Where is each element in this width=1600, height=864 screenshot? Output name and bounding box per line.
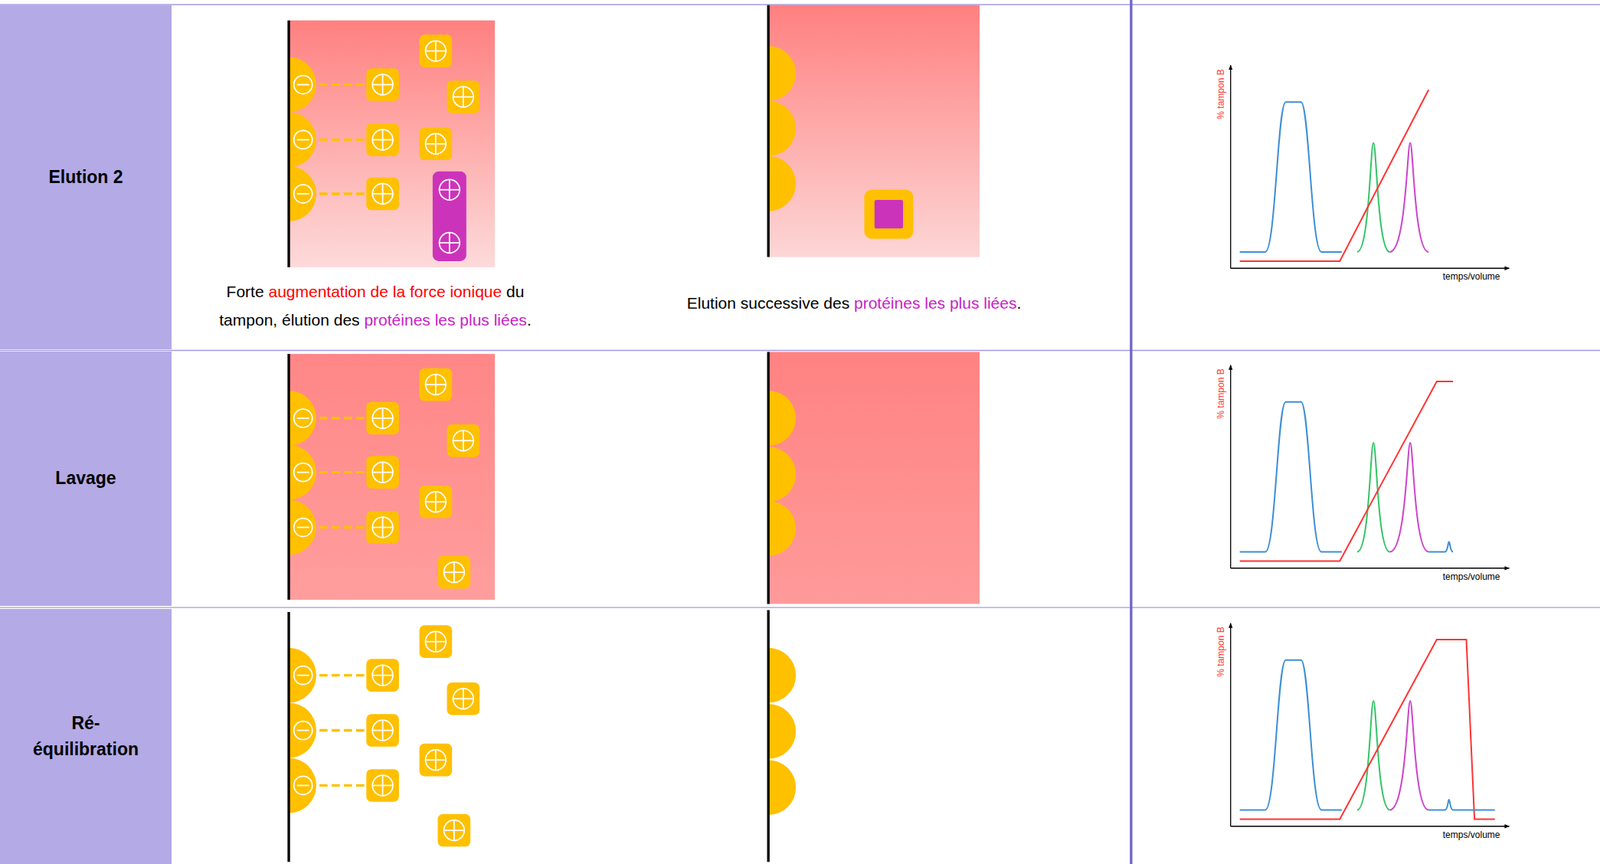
bound-ion	[288, 500, 400, 556]
step-caption: augmentation de la force ionique	[268, 282, 502, 301]
ligand	[768, 500, 796, 557]
free-ion	[419, 127, 453, 161]
bound-ion	[288, 57, 400, 113]
resin-wall	[287, 20, 290, 268]
step-caption: Forte	[226, 282, 265, 301]
bound-ion	[288, 166, 400, 222]
free-ion	[419, 34, 453, 68]
chromatogram	[1230, 365, 1510, 569]
bound-ion	[288, 647, 400, 704]
ligand	[768, 156, 796, 212]
axis-label: temps/volume	[1442, 831, 1501, 841]
step-caption: Elution successive des	[687, 294, 850, 312]
chromatogram	[1230, 623, 1510, 827]
free-ion	[419, 368, 453, 402]
row-label: Elution 2	[9, 164, 163, 190]
protein	[432, 171, 467, 262]
protein	[874, 199, 904, 229]
ligand	[768, 647, 796, 704]
wash-peak	[1428, 799, 1496, 810]
row-label: Ré- équilibration	[19, 710, 154, 763]
gradient-line	[1240, 639, 1496, 819]
free-ion	[438, 556, 472, 589]
step-caption: protéines les plus liées	[363, 310, 527, 329]
buffer-zone	[768, 5, 980, 258]
gradient-line	[1240, 89, 1429, 262]
ligand	[768, 703, 796, 760]
free-ion	[447, 80, 481, 114]
free-ion	[447, 682, 481, 716]
table-rule	[0, 3, 1600, 5]
bound-ion	[288, 444, 400, 501]
buffer-zone	[768, 351, 980, 604]
free-ion	[419, 485, 453, 519]
ligand	[768, 759, 796, 815]
column-divider	[1129, 0, 1133, 864]
resin-wall	[767, 609, 770, 862]
resin-wall	[287, 611, 290, 862]
ligand	[768, 446, 796, 502]
free-ion	[419, 624, 453, 658]
positive-charge	[439, 232, 461, 254]
resin-wall	[767, 5, 770, 258]
step-caption: .	[526, 310, 532, 329]
row-header-cell: Lavage	[0, 351, 172, 606]
ligand	[768, 45, 796, 102]
bound-ion	[288, 757, 400, 813]
row-label: Lavage	[9, 465, 163, 491]
free-ion	[447, 424, 481, 458]
table-rule	[0, 350, 1600, 351]
step-caption: protéines les plus liées	[853, 294, 1017, 312]
ligand	[768, 390, 796, 446]
bound-ion	[288, 111, 400, 167]
ligand	[768, 101, 796, 157]
resin-wall	[287, 353, 290, 600]
free-ion	[419, 743, 453, 777]
caption-block: Forte augmentation de la force ionique d…	[195, 277, 556, 334]
axis-title: % tampon B	[1216, 627, 1227, 678]
axis-label: temps/volume	[1442, 272, 1501, 283]
free-ion	[438, 814, 472, 848]
axis-label: temps/volume	[1442, 572, 1501, 583]
bound-ion	[288, 703, 400, 759]
chromatogram	[1230, 65, 1510, 269]
axis-title: % tampon B	[1216, 68, 1227, 119]
positive-charge	[439, 179, 461, 200]
buffer-zone	[288, 20, 495, 268]
bound-ion	[288, 390, 400, 446]
table-rule	[0, 606, 1600, 608]
row-header-cell: Ré- équilibration	[0, 608, 172, 864]
wash-peak	[1428, 541, 1453, 552]
buffer-zone	[288, 353, 495, 600]
row-header-cell: Elution 2	[0, 5, 172, 350]
gradient-line	[1240, 381, 1453, 561]
axis-title: % tampon B	[1216, 369, 1227, 419]
protein-complex	[863, 189, 913, 239]
caption-block: Elution successive des protéines les plu…	[639, 288, 1069, 318]
resin-wall	[767, 351, 770, 604]
step-caption: .	[1016, 294, 1021, 312]
